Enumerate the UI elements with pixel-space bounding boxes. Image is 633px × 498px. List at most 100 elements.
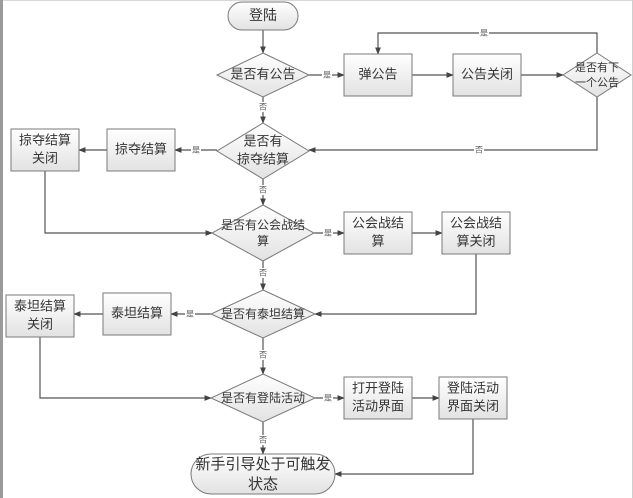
decision-diamond	[215, 52, 311, 98]
edge-guildwar_close-to-q_titan	[314, 254, 477, 317]
edge-label: 是	[186, 310, 194, 319]
edge-label: 是	[323, 71, 331, 80]
edge-q_plunder-to-plunder: 是	[174, 145, 217, 155]
process-box	[343, 211, 413, 255]
process-box	[452, 53, 522, 97]
edge-q_titan-to-q_login_event: 否	[258, 338, 268, 375]
node-label-line: 掠夺结算	[237, 152, 289, 167]
decision-diamond	[209, 373, 317, 423]
edge-label: 是	[324, 229, 332, 238]
node-label-line: 公会战结	[450, 217, 502, 232]
edge-q_login_event-to-open_login_event: 是	[315, 393, 345, 403]
node-label-line: 掠夺结算	[19, 134, 71, 149]
edge-label: 否	[259, 351, 267, 360]
terminal-shape	[227, 1, 299, 31]
edge-label: 是	[324, 394, 332, 403]
node-label-line: 状态	[248, 475, 278, 493]
node-label-line: 算关闭	[456, 234, 495, 249]
edge-label: 否	[259, 103, 267, 112]
edge-q_guildwar-to-guildwar: 是	[314, 228, 345, 238]
edge-label-bg	[258, 102, 268, 112]
edge-plunder_close-to-q_guildwar	[44, 171, 213, 236]
node-label-line: 是否有泰坦结算	[221, 306, 305, 321]
node-label-line: 新手引导处于可触发	[195, 455, 330, 473]
node-label-line: 算	[371, 234, 384, 249]
frame-left-border	[0, 0, 3, 498]
process-box	[102, 292, 172, 336]
edge-q_notice-to-show_notice: 是	[309, 70, 345, 80]
process-box	[106, 128, 176, 172]
node-label-line: 登陆	[249, 8, 277, 24]
edge-q_notice-to-q_plunder: 否	[258, 97, 268, 124]
edge-label-bg	[258, 268, 268, 278]
edge-q_titan-to-titan: 是	[170, 309, 211, 319]
edge-label-bg	[191, 145, 201, 155]
edge-label: 是	[192, 146, 200, 155]
edge-line	[308, 97, 598, 153]
decision-diamond	[209, 289, 317, 339]
edge-label: 否	[259, 186, 267, 195]
frame-top-border	[0, 0, 633, 1]
process-box	[5, 294, 75, 338]
node-label-line: 掠夺结算	[115, 143, 167, 158]
node-label-line: 一个公告	[575, 76, 619, 89]
node-label-line: 泰坦结算	[111, 307, 163, 322]
node-label-line: 是否有下	[575, 60, 619, 74]
node-label-line: 关闭	[32, 151, 58, 166]
node-q-titan: 是否有泰坦结算	[209, 289, 317, 339]
node-label-line: 关闭	[27, 317, 53, 332]
edge-line	[334, 419, 474, 477]
node-label-line: 是否有	[243, 135, 282, 150]
node-label-line: 弹公告	[358, 68, 397, 83]
edge-label: 是	[480, 29, 488, 38]
node-label-line: 是否有公告	[230, 68, 295, 83]
node-label-line: 打开登陆	[352, 381, 404, 397]
edge-label: 否	[259, 269, 267, 278]
node-label-line: 公告关闭	[461, 68, 513, 83]
node-start: 登陆	[227, 1, 299, 31]
node-close-notice: 公告关闭	[452, 53, 522, 97]
edge-label-bg	[185, 309, 195, 319]
node-label-line: 是否有登陆活动	[221, 390, 305, 405]
edge-line	[39, 337, 212, 401]
edge-label-bg	[323, 393, 333, 403]
process-box	[441, 211, 511, 255]
edge-label: 否	[475, 146, 483, 155]
node-label-line: 是否有公会战结	[221, 218, 305, 232]
process-box	[10, 128, 80, 172]
process-box	[343, 376, 413, 420]
node-label-line: 公会战结	[352, 217, 404, 232]
edge-label-bg	[258, 185, 268, 195]
edge-label-bg	[323, 228, 333, 238]
edge-line	[44, 171, 213, 236]
process-box	[343, 53, 413, 97]
node-label-line: 算	[257, 233, 269, 248]
edge-label-bg	[258, 435, 268, 445]
node-q-notice: 是否有公告	[215, 52, 311, 98]
edge-close_login_event-to-end	[334, 419, 474, 477]
terminal-shape	[190, 453, 336, 495]
edge-q_next_notice-to-show_notice: 是	[375, 28, 598, 55]
edge-label-bg	[322, 70, 332, 80]
edge-line	[314, 254, 477, 317]
edge-label-bg	[474, 145, 484, 155]
node-plunder: 掠夺结算	[106, 128, 176, 172]
edge-q_plunder-to-q_guildwar: 否	[258, 179, 268, 206]
edge-label-bg	[479, 28, 489, 38]
node-titan: 泰坦结算	[102, 292, 172, 336]
node-label-line: 登陆活动	[447, 381, 499, 397]
edge-q_guildwar-to-q_titan: 否	[258, 261, 268, 291]
node-label-line: 泰坦结算	[14, 300, 66, 315]
decision-diamond	[562, 52, 632, 98]
node-label-line: 界面关闭	[447, 399, 499, 414]
decision-diamond	[216, 122, 310, 180]
edge-titan_close-to-q_login_event	[39, 337, 212, 401]
